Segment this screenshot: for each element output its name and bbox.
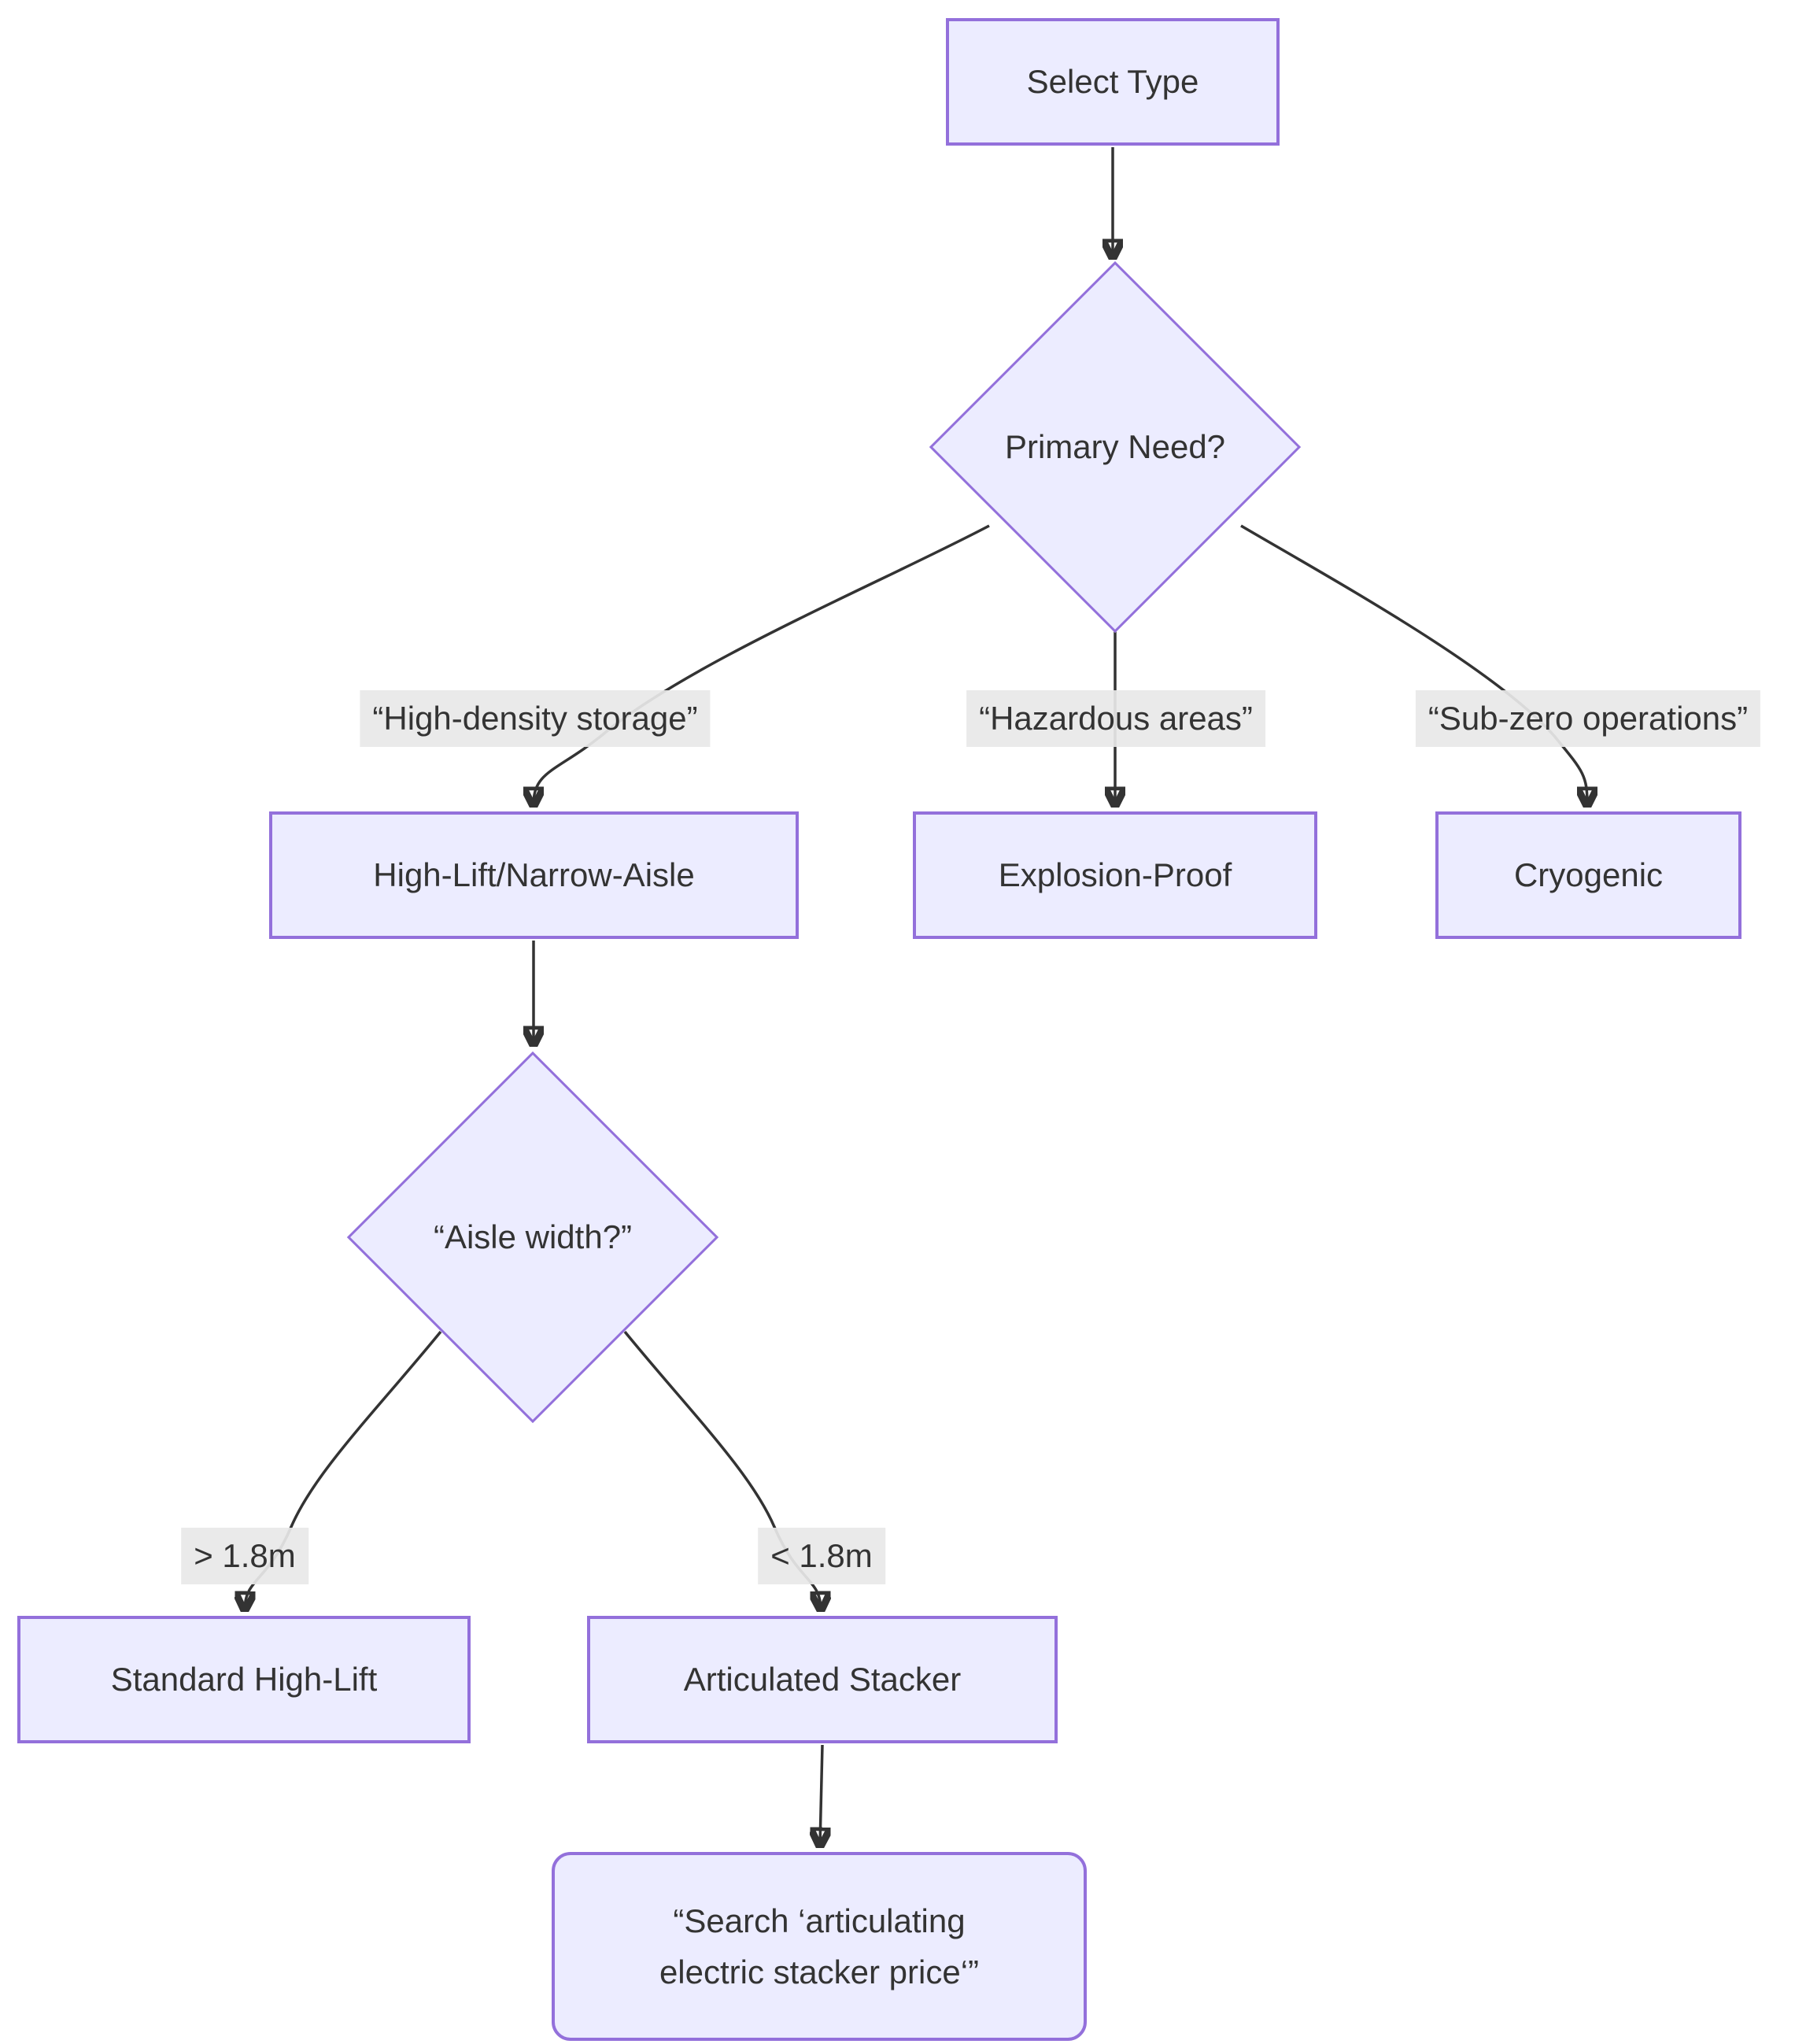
decision-primary-need-label: Primary Need? xyxy=(1004,428,1226,465)
edge-primary-need-to-cryogenic xyxy=(1240,524,1587,804)
node-select-type: Select Type xyxy=(946,18,1280,146)
node-search-action-line2: electric stacker price‘” xyxy=(659,1953,980,1990)
node-search-action: “Search ‘articulating electric stacker p… xyxy=(552,1852,1087,2041)
edge-label-hazardous-areas: “Hazardous areas” xyxy=(966,690,1265,747)
decision-aisle-width: “Aisle width?” xyxy=(434,1218,632,1256)
edge-label-high-density-storage: “High-density storage” xyxy=(360,690,711,747)
node-explosion-proof-label: Explosion-Proof xyxy=(998,856,1232,893)
edge-label-greater-than-1-8m: > 1.8m xyxy=(181,1528,308,1584)
edge-primary-need-to-high-lift xyxy=(534,524,990,804)
node-cryogenic: Cryogenic xyxy=(1435,811,1741,939)
decision-aisle-width-label: “Aisle width?” xyxy=(433,1218,633,1255)
node-high-lift-narrow-aisle: High-Lift/Narrow-Aisle xyxy=(269,811,799,939)
node-search-action-line1: “Search ‘articulating xyxy=(673,1902,966,1939)
node-articulated-stacker: Articulated Stacker xyxy=(587,1616,1058,1743)
node-cryogenic-label: Cryogenic xyxy=(1513,856,1664,893)
edge-articulated-stacker-to-search-action xyxy=(820,1744,822,1845)
node-standard-high-lift-label: Standard High-Lift xyxy=(110,1660,378,1698)
edge-label-sub-zero-operations: “Sub-zero operations” xyxy=(1415,690,1761,747)
node-articulated-stacker-label: Articulated Stacker xyxy=(683,1660,962,1698)
node-standard-high-lift: Standard High-Lift xyxy=(17,1616,471,1743)
node-explosion-proof: Explosion-Proof xyxy=(913,811,1317,939)
decision-primary-need: Primary Need? xyxy=(1005,428,1225,466)
node-select-type-label: Select Type xyxy=(1026,62,1199,100)
edge-label-less-than-1-8m: < 1.8m xyxy=(758,1528,885,1584)
node-high-lift-narrow-aisle-label: High-Lift/Narrow-Aisle xyxy=(373,856,695,893)
